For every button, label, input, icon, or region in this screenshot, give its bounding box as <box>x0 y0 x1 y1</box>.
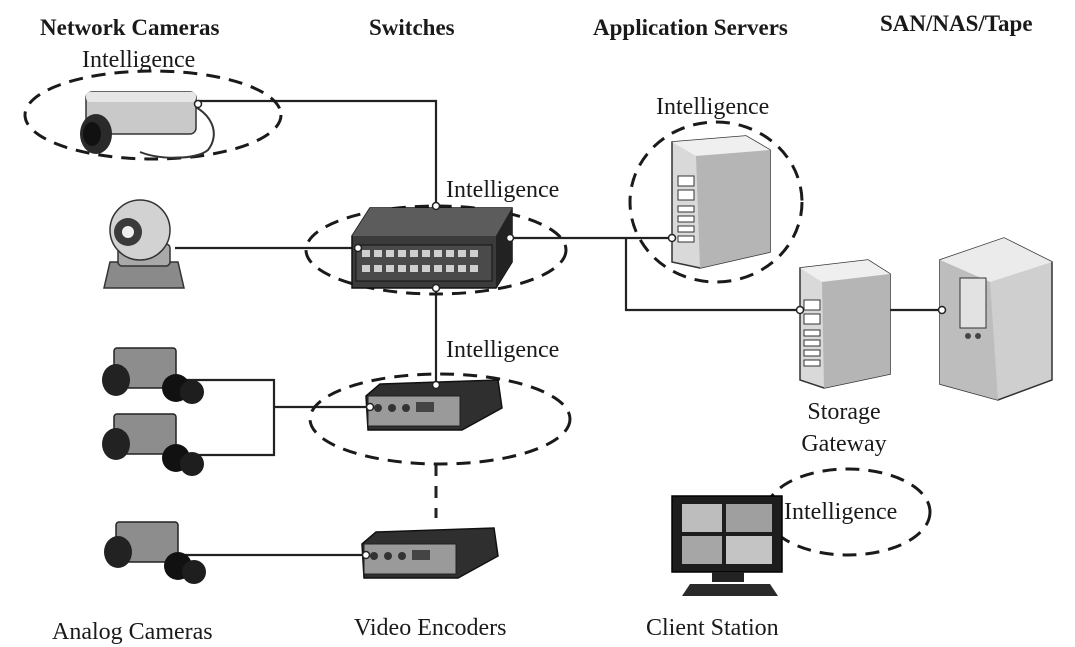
tower-server-icon <box>667 135 771 269</box>
link-network-camera-to-switch <box>198 99 438 205</box>
ptz-dome-camera-icon <box>103 199 185 289</box>
video-encoder-icon <box>365 379 503 431</box>
intelligence-label-application-server: Intelligence <box>656 94 770 120</box>
intelligence-zone-switch <box>304 204 568 296</box>
storage-rack-icon <box>937 237 1053 401</box>
header-storage: SAN/NAS/Tape <box>880 11 1033 36</box>
intelligence-zone-network-camera <box>23 69 283 161</box>
storage-gateway-icon <box>795 259 891 389</box>
storage-gateway-label-line1: Storage <box>807 399 881 425</box>
header-application-servers: Application Servers <box>593 15 788 40</box>
intelligence-zone-client <box>764 467 932 557</box>
header-switches: Switches <box>369 15 455 40</box>
intelligence-zones <box>23 69 932 557</box>
intelligence-label-video-encoder: Intelligence <box>446 337 560 363</box>
header-network-cameras: Network Cameras <box>40 15 220 40</box>
analog-camera-icon <box>104 521 206 584</box>
intelligence-label-switch: Intelligence <box>446 177 560 203</box>
storage-gateway-label-line2: Gateway <box>801 431 887 457</box>
link-switch-to-storage-gateway <box>624 238 800 312</box>
footer-client-station: Client Station <box>646 615 779 641</box>
analog-camera-icon <box>102 347 204 404</box>
intelligence-zone-server <box>628 120 804 284</box>
intelligence-label-client-station: Intelligence <box>784 499 898 525</box>
box-camera-icon <box>80 91 215 159</box>
analog-camera-icon <box>102 413 204 476</box>
intelligence-zone-encoder <box>308 372 572 466</box>
connection-lines <box>175 99 942 557</box>
monitor-icon <box>671 495 783 596</box>
video-encoder-icon <box>361 527 499 579</box>
footer-video-encoders: Video Encoders <box>354 615 507 641</box>
intelligence-label-network-camera: Intelligence <box>82 47 196 73</box>
network-switch-icon <box>351 201 515 293</box>
footer-analog-cameras: Analog Cameras <box>52 619 213 645</box>
link-analog-cameras-to-encoder <box>180 378 276 457</box>
